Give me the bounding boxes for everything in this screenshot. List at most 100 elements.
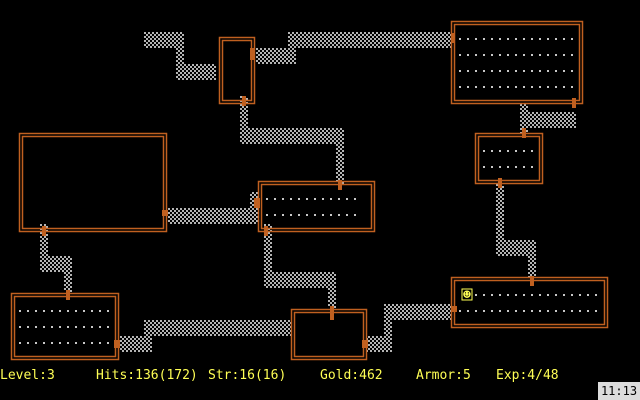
floor-dot	[571, 38, 573, 40]
floor-dot	[523, 310, 525, 312]
floor-dot	[507, 54, 509, 56]
floor-dot	[91, 342, 93, 344]
floor-dot	[459, 86, 461, 88]
floor-dot	[282, 214, 284, 216]
floor-dot	[547, 294, 549, 296]
floor-dot	[563, 38, 565, 40]
floor-dot	[459, 310, 461, 312]
door	[42, 226, 46, 236]
floor-dot	[322, 198, 324, 200]
floor-dot	[67, 342, 69, 344]
floor-dot	[547, 86, 549, 88]
room-wall	[293, 311, 365, 358]
floor-dot	[571, 70, 573, 72]
floor-dot	[354, 198, 356, 200]
floor-dot	[274, 198, 276, 200]
floor-dot	[563, 86, 565, 88]
floor-dot	[306, 198, 308, 200]
floor-dot	[555, 294, 557, 296]
floor-dot	[274, 214, 276, 216]
floor-dot	[507, 294, 509, 296]
floor-dot	[571, 54, 573, 56]
floor-dot	[75, 342, 77, 344]
floor-dot	[587, 294, 589, 296]
floor-dot	[491, 150, 493, 152]
floor-dot	[19, 326, 21, 328]
room	[257, 180, 376, 233]
floor-dot	[19, 342, 21, 344]
floor-dot	[483, 70, 485, 72]
rooms	[10, 20, 609, 361]
floor-dot	[595, 310, 597, 312]
room-wall	[474, 132, 544, 185]
floor-dot	[523, 294, 525, 296]
door	[451, 306, 457, 312]
floor-dot	[595, 294, 597, 296]
floor-dot	[59, 342, 61, 344]
floor-dot	[107, 310, 109, 312]
room-wall	[21, 135, 165, 230]
door	[330, 306, 334, 320]
passage	[520, 112, 576, 128]
passage	[120, 336, 152, 352]
door	[162, 210, 168, 216]
floor-dot	[531, 70, 533, 72]
floor-dot	[531, 54, 533, 56]
floor-dot	[499, 70, 501, 72]
room-wall	[450, 20, 584, 105]
floor-dot	[59, 326, 61, 328]
room	[290, 308, 368, 361]
floor-dot	[99, 342, 101, 344]
room-wall	[453, 279, 606, 326]
floor-dot	[99, 310, 101, 312]
passage	[288, 32, 452, 48]
floor-dot	[555, 86, 557, 88]
floor-dot	[483, 150, 485, 152]
floor-dot	[531, 310, 533, 312]
floor-dot	[475, 70, 477, 72]
room-wall	[221, 39, 253, 102]
floor-dot	[306, 214, 308, 216]
floor-dot	[523, 166, 525, 168]
floor-dot	[547, 54, 549, 56]
floor-dot	[67, 326, 69, 328]
floor-dot	[107, 342, 109, 344]
room-wall	[13, 295, 117, 358]
floor-dot	[523, 38, 525, 40]
floor-dot	[290, 214, 292, 216]
floor-dot	[475, 38, 477, 40]
floor-dot	[75, 326, 77, 328]
floor-dot	[515, 54, 517, 56]
floor-dot	[43, 310, 45, 312]
floor-dot	[338, 198, 340, 200]
floor-dot	[563, 310, 565, 312]
floor-dot	[555, 54, 557, 56]
status-level: Level:3	[0, 368, 55, 383]
floor-dot	[515, 86, 517, 88]
floor-dot	[499, 54, 501, 56]
passage	[144, 32, 184, 48]
floor-dot	[539, 70, 541, 72]
passage	[384, 304, 392, 352]
room-wall	[260, 183, 373, 230]
floor-dot	[563, 294, 565, 296]
floor-dot	[266, 198, 268, 200]
floor-dot	[75, 310, 77, 312]
floor-dot	[35, 342, 37, 344]
floor-dot	[483, 310, 485, 312]
floor-dot	[59, 310, 61, 312]
floor-dot	[579, 310, 581, 312]
floor-dot	[99, 326, 101, 328]
floor-dot	[571, 294, 573, 296]
passage	[264, 272, 336, 288]
room	[218, 36, 256, 105]
floor-dot	[499, 86, 501, 88]
room-wall	[218, 36, 256, 105]
room-wall	[10, 292, 120, 361]
floor-dot	[507, 150, 509, 152]
floor-dot	[507, 70, 509, 72]
floor-dot	[523, 86, 525, 88]
floor-dot	[483, 38, 485, 40]
floors	[19, 38, 597, 344]
passage	[528, 248, 536, 278]
